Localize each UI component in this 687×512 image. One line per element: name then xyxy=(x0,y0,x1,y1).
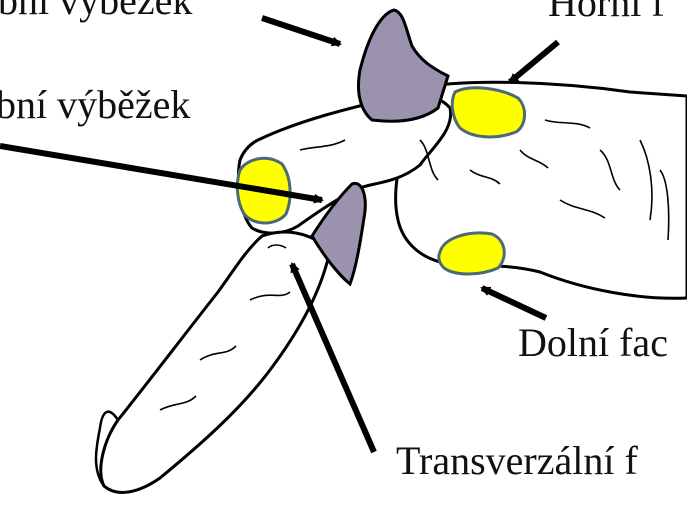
label-top-right: Horní f xyxy=(548,0,665,25)
arrow-bottom xyxy=(292,264,374,452)
label-bottom-right: Dolní fac xyxy=(518,320,668,365)
arrow-top-right xyxy=(510,42,558,82)
arrow-top-left xyxy=(262,18,340,44)
arrow-bottom-right xyxy=(482,288,546,318)
label-bottom: Transverzální f xyxy=(396,438,638,483)
upper-facet xyxy=(452,88,524,137)
label-mid-left: bní výběžek xyxy=(0,82,190,127)
superior-process xyxy=(359,10,449,121)
label-top-left: ubní výběžek xyxy=(0,0,192,23)
